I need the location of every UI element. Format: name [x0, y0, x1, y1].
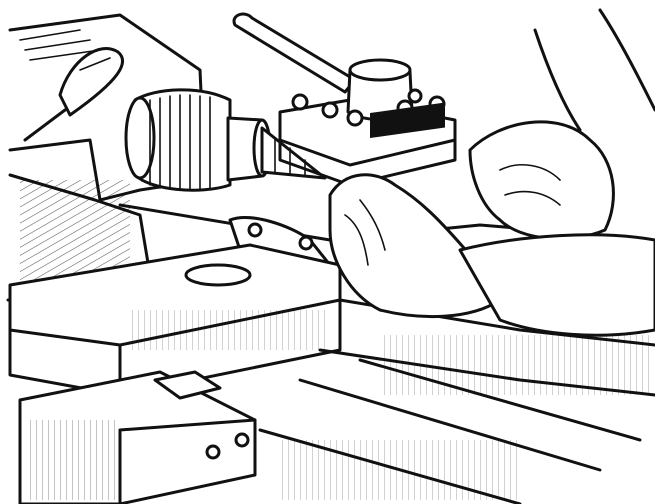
- lathe-center-point: [260, 126, 327, 180]
- tailstock-quill: [124, 88, 272, 192]
- lathe-bed-ways: [258, 298, 655, 504]
- lever-handle: [23, 47, 124, 142]
- hands: [328, 8, 655, 337]
- tool-post: [278, 58, 457, 187]
- toolpost-handle: [232, 12, 357, 94]
- carriage-slab: [8, 243, 342, 397]
- apron-box: [18, 370, 257, 504]
